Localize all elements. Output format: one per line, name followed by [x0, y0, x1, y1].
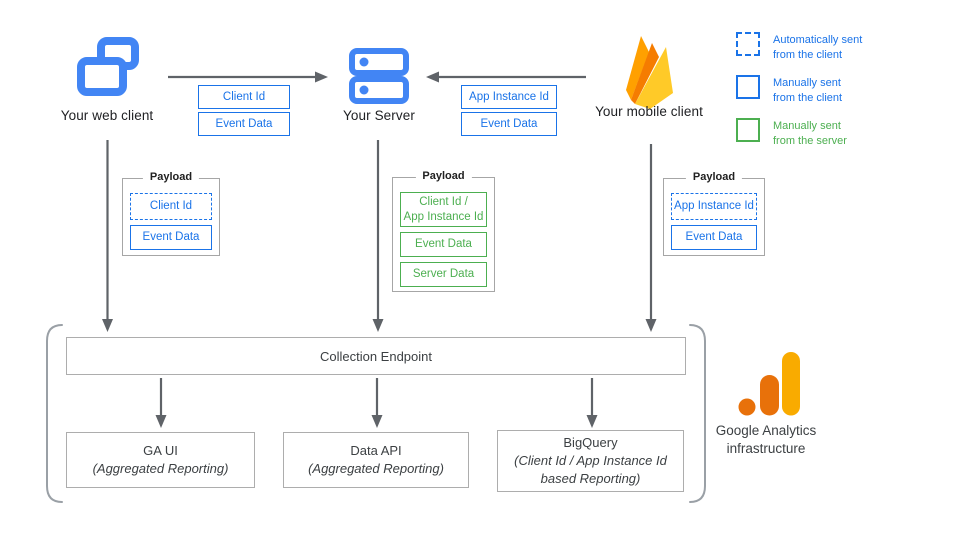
- google-analytics-icon: [738, 352, 800, 416]
- mobile-client-label: Your mobile client: [595, 104, 703, 119]
- bracket-left: [46, 324, 63, 503]
- payload-chip-client-or-app-id: Client Id / App Instance Id: [400, 192, 487, 227]
- flow-chip-event-data: Event Data: [461, 112, 557, 136]
- output-subtitle: (Client Id / App Instance Id based Repor…: [514, 452, 667, 487]
- legend-label: Automatically sent from the client: [773, 34, 863, 61]
- flow-mobile-to-server-chips: App Instance Id Event Data: [461, 85, 557, 136]
- payload-mobile: Payload App Instance Id Event Data: [663, 171, 765, 256]
- output-subtitle: (Aggregated Reporting): [308, 461, 444, 476]
- legend-item-manual-server: Manually sent from the server: [736, 118, 847, 149]
- flow-chip-app-instance-id: App Instance Id: [461, 85, 557, 109]
- payload-title: Payload: [415, 170, 472, 182]
- output-box-data-api: Data API (Aggregated Reporting): [283, 432, 469, 488]
- output-box-bigquery: BigQuery (Client Id / App Instance Id ba…: [497, 430, 684, 492]
- payload-web: Payload Client Id Event Data: [122, 171, 220, 256]
- legend-item-manual-client: Manually sent from the client: [736, 75, 842, 106]
- legend-swatch-solid-blue: [736, 75, 760, 99]
- output-title: BigQuery: [563, 434, 618, 450]
- web-client-icon: [77, 37, 139, 96]
- flow-chip-client-id: Client Id: [198, 85, 290, 109]
- legend-swatch-solid-green: [736, 118, 760, 142]
- server-icon: [349, 48, 409, 104]
- payload-chip-app-instance-id: App Instance Id: [671, 193, 757, 220]
- firebase-icon: [626, 36, 673, 109]
- payload-chip-event-data: Event Data: [400, 232, 487, 257]
- legend-label: Manually sent from the client: [773, 77, 843, 104]
- payload-title: Payload: [685, 171, 743, 183]
- legend-label: Manually sent from the server: [773, 120, 847, 147]
- output-title: GA UI: [143, 442, 178, 458]
- ga-infrastructure-caption: Google Analytics infrastructure: [715, 423, 817, 457]
- legend-item-auto-client: Automatically sent from the client: [736, 32, 862, 63]
- output-title: Data API: [350, 442, 402, 458]
- flow-web-to-server-chips: Client Id Event Data: [198, 85, 290, 136]
- output-subtitle: (Aggregated Reporting): [92, 461, 229, 476]
- legend-swatch-dashed-blue: [736, 32, 760, 56]
- bracket-right: [689, 324, 706, 503]
- output-box-ga-ui: GA UI (Aggregated Reporting): [66, 432, 255, 488]
- payload-chip-event-data: Event Data: [671, 225, 757, 250]
- collection-endpoint-box: Collection Endpoint: [66, 337, 686, 375]
- payload-chip-client-id: Client Id: [129, 193, 213, 220]
- flow-chip-event-data: Event Data: [198, 112, 290, 136]
- payload-server: Payload Client Id / App Instance Id Even…: [392, 170, 495, 292]
- server-label: Your Server: [343, 108, 415, 123]
- web-client-label: Your web client: [60, 108, 154, 123]
- payload-chip-event-data: Event Data: [129, 225, 213, 250]
- payload-title: Payload: [142, 171, 200, 183]
- payload-chip-server-data: Server Data: [400, 262, 487, 287]
